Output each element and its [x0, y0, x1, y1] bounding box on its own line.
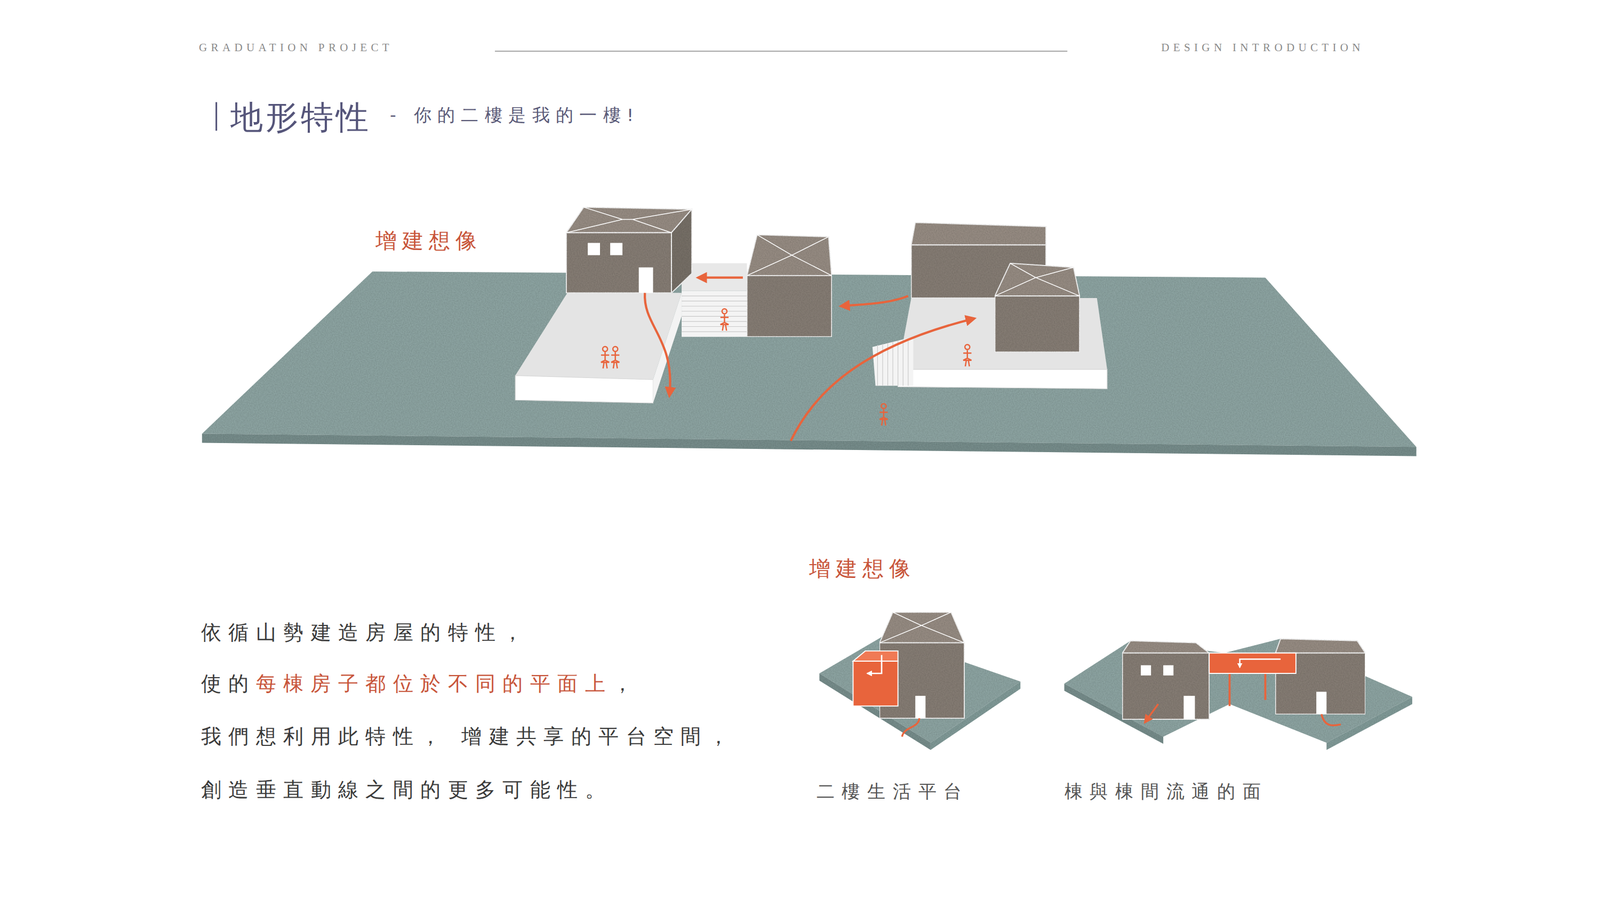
header-text: DESIGN INTRODUCTION: [1161, 41, 1365, 55]
flow-arrow: [901, 718, 920, 737]
figure-caption: 棟與棟間流通的面: [1064, 780, 1269, 803]
title-bar: [215, 102, 218, 132]
roof-ridge: [566, 207, 692, 234]
body-text: 使的: [201, 671, 256, 696]
bridge-arrow: [1240, 659, 1282, 668]
figure-caption: 二樓生活平台: [816, 780, 970, 803]
house: [1275, 638, 1366, 715]
roof-ridge: [994, 263, 1080, 296]
window: [610, 243, 623, 256]
house: [1122, 641, 1210, 720]
window: [1163, 665, 1174, 676]
house: [747, 234, 832, 337]
section-label: 增建想像: [375, 227, 483, 254]
flow-arrow: [644, 277, 975, 442]
flow-arrow: [1321, 714, 1341, 726]
body-text: 我們想利用此特性， 增建共享的平台空間，: [201, 724, 736, 749]
body-text: ，: [612, 671, 640, 696]
flow-arrow: [1145, 704, 1159, 723]
bridge-platform: [1209, 653, 1296, 707]
person-icon: [720, 308, 729, 331]
window: [587, 243, 600, 256]
house: [566, 207, 692, 294]
section-label: 增建想像: [809, 555, 916, 582]
person-icon: [601, 346, 610, 369]
door: [915, 696, 926, 719]
roof-ridge: [879, 612, 965, 643]
window: [1140, 665, 1151, 676]
door: [1316, 691, 1327, 715]
room-arrow: [867, 655, 882, 674]
door: [1183, 696, 1195, 720]
person-icon: [879, 403, 888, 426]
house: [994, 263, 1080, 352]
header-text: GRADUATION PROJECT: [198, 41, 394, 55]
header-rule: [494, 50, 1068, 52]
page-title: 地形特性: [230, 97, 372, 137]
highlight-text: 每棟房子都位於不同的平面上: [256, 671, 613, 696]
door: [638, 267, 654, 294]
added-room: [852, 651, 898, 707]
person-icon: [611, 346, 620, 369]
roof-ridge: [747, 234, 832, 276]
subtitle: - 你的二樓是我的一樓!: [389, 105, 640, 126]
body-text: 依循山勢建造房屋的特性，: [201, 620, 531, 645]
person-icon: [963, 344, 972, 367]
terrain-slab: [202, 271, 1417, 456]
body-text: 創造垂直動線之間的更多可能性。: [201, 777, 613, 803]
small-slab: [819, 634, 1021, 750]
small-slab: [1064, 638, 1413, 751]
